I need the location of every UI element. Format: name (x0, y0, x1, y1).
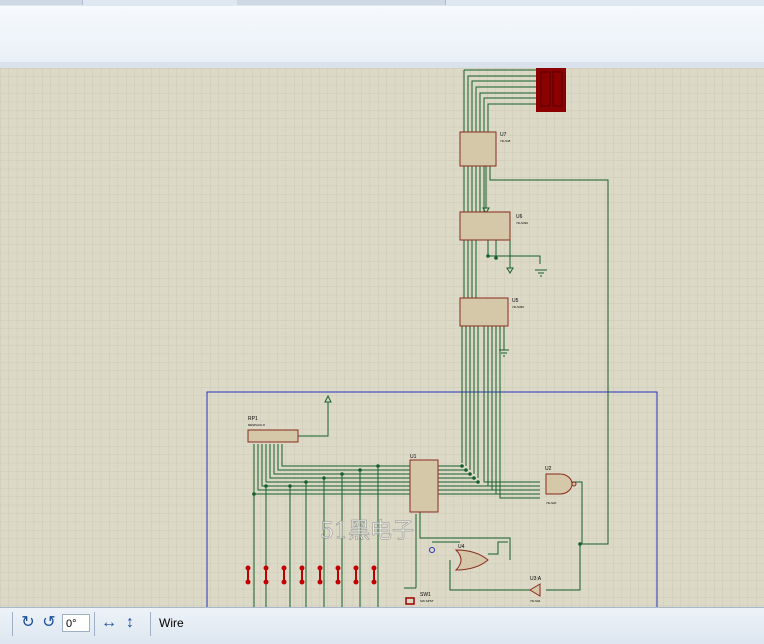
rp1-part: RESPACK-8 (248, 423, 265, 427)
chip-u4-ref: U4 (458, 544, 465, 550)
status-separator (94, 612, 95, 636)
nand-gate-u2[interactable]: U2 74LS20 (545, 466, 577, 505)
chip-u6-ref: U6 (516, 214, 523, 220)
switch-sw1[interactable]: SW1 SW-SPST (405, 592, 434, 605)
power-terminal (324, 394, 332, 403)
or-gate-u4[interactable]: U4 (454, 544, 489, 571)
chip-u5-ref: U5 (512, 298, 519, 304)
junction-dots (252, 254, 582, 546)
cursor-marker (429, 547, 435, 553)
chip-u1-ref: U1 (410, 454, 417, 460)
status-mode-text: Wire (159, 616, 184, 630)
rotate-clockwise-icon[interactable]: ↻ (21, 614, 35, 631)
chip-u2-part: 74LS20 (546, 501, 557, 505)
grid-lines (0, 68, 764, 607)
chip-u7-part: 74LS48 (500, 139, 511, 143)
chip-u1[interactable]: U1 (409, 454, 439, 513)
chip-u3a-ref: U3:A (530, 576, 542, 582)
tab-segment-1[interactable] (0, 0, 83, 5)
ground-symbols (482, 207, 547, 357)
status-bar: ↻ ↺ 0° ↔ ↕ Wire (0, 607, 764, 644)
rp1-ref: RP1 (248, 416, 258, 422)
rotate-counterclockwise-icon[interactable]: ↺ (42, 614, 56, 631)
tab-segment-2[interactable] (237, 0, 446, 5)
push-buttons[interactable] (245, 565, 377, 585)
chip-u6[interactable]: U6 74LS390 (459, 211, 528, 241)
status-separator (12, 612, 13, 636)
sw1-part: SW-SPST (420, 599, 434, 603)
chip-u5[interactable]: U5 74LS390 (459, 297, 524, 327)
rotation-angle-field[interactable]: 0° (62, 614, 90, 632)
schematic-canvas[interactable]: U7 74LS48 U6 74LS390 U5 74LS390 RP1 RESP… (0, 68, 764, 607)
respack-rp1[interactable]: RP1 RESPACK-8 (247, 416, 299, 443)
mirror-horizontal-icon[interactable]: ↔ (101, 614, 117, 631)
chip-u3a-part: 74LS04 (530, 599, 541, 603)
chip-u6-part: 74LS390 (516, 221, 528, 225)
status-separator (150, 612, 151, 636)
chip-u2-ref: U2 (545, 466, 552, 472)
inverter-u3a[interactable]: U3:A 74LS04 (529, 576, 542, 603)
mirror-vertical-icon[interactable]: ↕ (126, 614, 134, 631)
subcircuit-frame (206, 391, 658, 607)
wires (253, 69, 609, 607)
chip-u7[interactable]: U7 74LS48 (459, 131, 511, 167)
chip-u7-ref: U7 (500, 132, 507, 138)
watermark-text: 51黑电子 (320, 519, 414, 544)
seven-segment-display[interactable] (536, 68, 566, 112)
sw1-ref: SW1 (420, 592, 431, 598)
toolbar-ribbon (0, 6, 764, 63)
chip-u5-part: 74LS390 (512, 305, 524, 309)
